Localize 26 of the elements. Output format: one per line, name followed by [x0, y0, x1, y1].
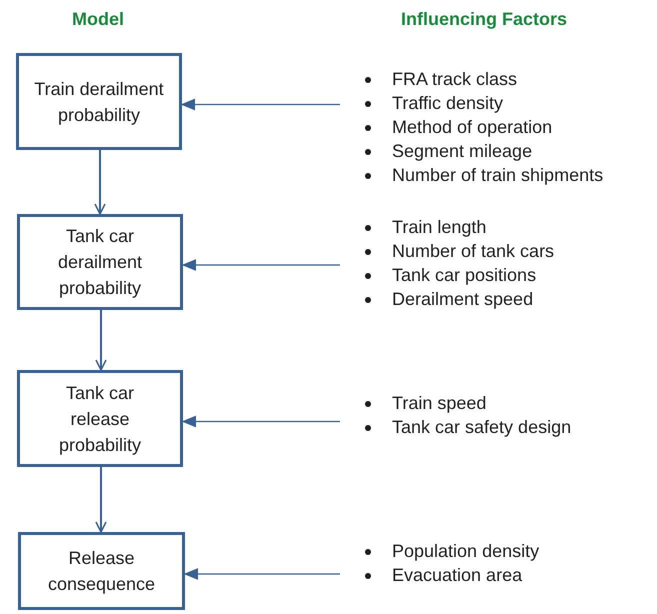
bullet-item: Method of operation	[392, 116, 552, 139]
bullet-item: Evacuation area	[392, 564, 522, 587]
arrow	[184, 568, 340, 580]
column-heading: Influencing Factors	[400, 8, 568, 31]
bullet-item: Number of tank cars	[392, 240, 554, 263]
bullet-item: Train length	[392, 216, 486, 239]
bullet-item: Tank car positions	[392, 264, 536, 287]
bullet-item: Train speed	[392, 392, 486, 415]
arrow	[94, 150, 106, 215]
bullet-item: Segment mileage	[392, 140, 532, 163]
process-box: Tank car release probability	[17, 370, 183, 467]
bullet-item: Population density	[392, 540, 540, 563]
process-box: Tank car derailment probability	[17, 214, 183, 310]
arrow	[182, 259, 340, 271]
bullet-item: Traffic density	[392, 92, 504, 115]
bullet-item: Derailment speed	[392, 288, 534, 311]
process-box: Release consequence	[18, 532, 185, 610]
bullet-item: Number of train shipments	[392, 164, 604, 187]
bullet-item: FRA track class	[392, 68, 518, 91]
bullet-item: Tank car safety design	[392, 416, 572, 439]
arrow	[180, 98, 340, 110]
arrow	[182, 416, 340, 428]
arrow	[95, 310, 107, 371]
process-box: Train derailment probability	[16, 53, 182, 150]
column-heading: Model	[72, 8, 124, 31]
arrow	[95, 467, 107, 533]
